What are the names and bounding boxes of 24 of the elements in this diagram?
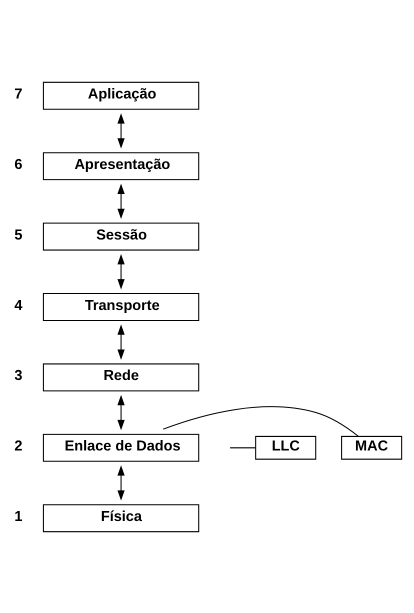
node-label: 7 [14, 86, 22, 102]
node-box: Física [42, 504, 200, 532]
node-box: Rede [42, 362, 200, 391]
node-label: 6 [14, 156, 22, 172]
arrow [117, 324, 125, 360]
arrow [117, 112, 125, 148]
arrow [117, 464, 125, 500]
node-label: 3 [14, 368, 22, 384]
node-box: LLC [255, 435, 316, 460]
node-box: MAC [341, 435, 402, 460]
arrow [117, 183, 125, 219]
arrow [117, 254, 125, 289]
connector [162, 406, 358, 436]
node-box: Sessão [42, 222, 200, 250]
node-label: 4 [14, 297, 22, 314]
arrow [117, 394, 125, 430]
node-label: 2 [14, 438, 22, 454]
connector [230, 446, 256, 448]
node-label: 5 [14, 226, 22, 243]
node-box: Transporte [42, 292, 200, 320]
node-box: Apresentação [42, 152, 200, 180]
node-box: Aplicação [42, 81, 200, 110]
node-label: 1 [14, 508, 22, 525]
node-box: Enlace de Dados [42, 433, 200, 462]
